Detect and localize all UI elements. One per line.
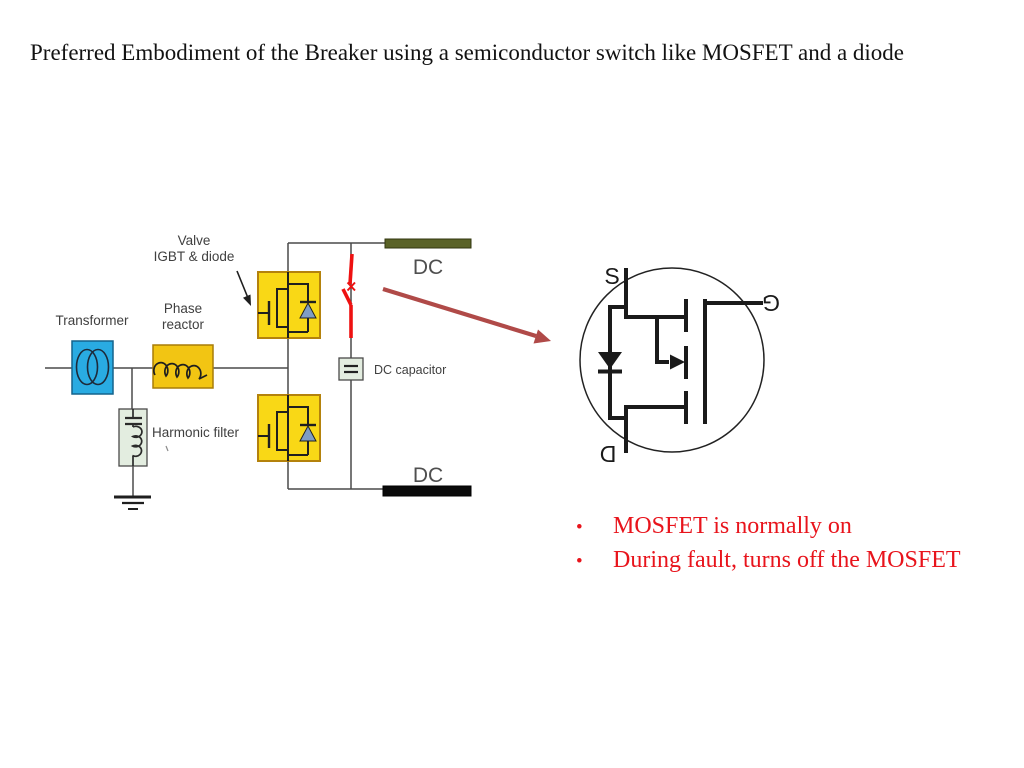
valve-diode-upper: [299, 301, 317, 319]
mosfet-drain-label: D: [600, 441, 617, 467]
bullet-text: MOSFET is normally on: [613, 513, 852, 539]
dc-top-label: DC: [413, 256, 443, 279]
phase-reactor-box: [152, 344, 214, 389]
dc-capacitor-plates-icon: [344, 364, 358, 374]
transformer-label: Transformer: [55, 313, 129, 328]
bullet-item: • MOSFET is normally on: [570, 510, 1000, 544]
slide-title: Preferred Embodiment of the Breaker usin…: [30, 40, 904, 65]
body-diode-triangle: [598, 352, 622, 369]
transformer-winding-icon: [75, 348, 110, 386]
reactor-coil-icon: [152, 361, 208, 380]
valve-diode-lower: [299, 424, 317, 442]
dc-bus-negative: [382, 485, 472, 497]
phase-reactor-label-line1: Phase: [164, 301, 202, 316]
harmonic-filter-label: Harmonic filter: [152, 425, 240, 440]
ground-symbol-icon: [114, 495, 151, 510]
bullet-dot: •: [576, 517, 583, 538]
mosfet-body-arrow: [670, 354, 685, 370]
phase-reactor-label-line2: reactor: [162, 317, 205, 332]
bullet-list: • MOSFET is normally on • During fault, …: [570, 510, 1000, 578]
dc-bus-positive: [384, 238, 472, 249]
dc-capacitor-box: [338, 357, 364, 381]
mosfet-symbol-icon: [598, 268, 763, 453]
mosfet-source-label: S: [604, 263, 619, 289]
fault-detail-arrow: [382, 286, 551, 344]
bullet-dot: •: [576, 551, 583, 572]
mosfet-gate-label: G: [762, 290, 780, 316]
valve-label-line1: Valve: [178, 233, 211, 248]
dc-capacitor-label: DC capacitor: [374, 363, 446, 377]
igbt-diode-upper-icon: [258, 272, 316, 338]
mosfet-drain-lead: [624, 405, 686, 453]
mosfet-circle: [579, 267, 765, 453]
bullet-text: During fault, turns off the MOSFET: [613, 547, 961, 573]
valve-pointer-arrow: [236, 270, 251, 306]
dc-bottom-label: DC: [413, 464, 443, 487]
filter-elements-icon: [125, 409, 143, 466]
igbt-diode-lower-icon: [258, 395, 316, 461]
stray-tick-mark: [165, 445, 169, 452]
mosfet-source-lead: [624, 268, 686, 319]
mosfet-body-connection: [655, 317, 669, 364]
breaker-switch-icon: [341, 253, 356, 338]
bullet-item: • During fault, turns off the MOSFET: [570, 544, 1000, 578]
valve-label-line2: IGBT & diode: [154, 249, 235, 264]
transformer-box: [71, 340, 114, 395]
